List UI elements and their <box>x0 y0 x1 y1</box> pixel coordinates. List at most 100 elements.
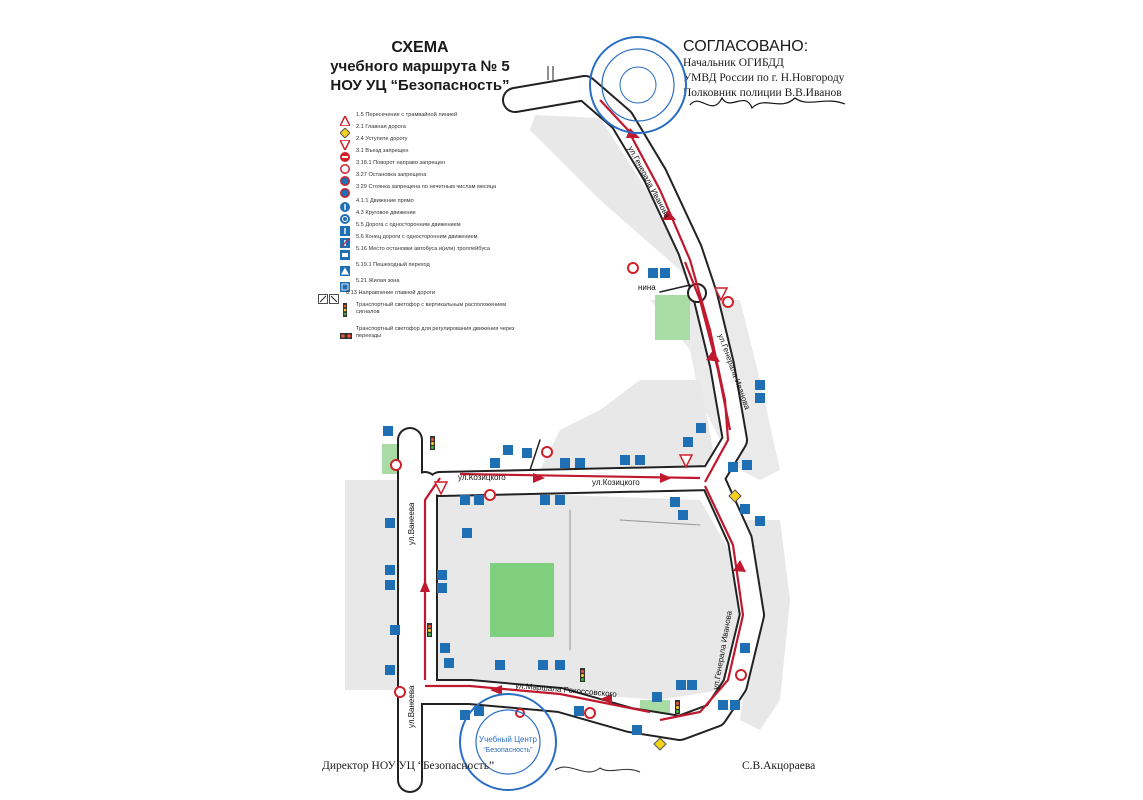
block-center-south <box>430 490 745 700</box>
main-road-sign <box>653 737 667 751</box>
legend-label: 8.13 Направление главной дороги <box>346 290 435 296</box>
vertical-traffic-light-icon <box>340 303 350 317</box>
yield-sign <box>678 454 694 469</box>
route-arrow <box>600 694 612 704</box>
one-way-road-icon <box>340 223 350 236</box>
no-right-turn-sign <box>484 489 496 501</box>
yield-sign <box>433 481 449 496</box>
route-arrow <box>660 473 672 483</box>
crosswalk-sign <box>474 706 484 716</box>
crosswalk-sign <box>383 426 393 436</box>
legend-label: 2.1 Главная дорога <box>356 124 406 130</box>
residential-zone-icon <box>340 279 350 292</box>
director-name: С.В.Акцораева <box>742 760 816 772</box>
legend-item: 2.4 Уступите дорогу <box>338 136 524 152</box>
legend-label: 5.21 Жилая зона <box>356 278 400 284</box>
school-stamp: Учебный Центр “Безопасность” <box>459 693 557 791</box>
no-entry-sign <box>627 262 639 274</box>
crosswalk-sign <box>687 680 697 690</box>
approval-heading: СОГЛАСОВАНО: <box>683 38 809 55</box>
legend-item: 3.1 Въезд запрещен <box>340 148 524 162</box>
sports-field <box>490 563 554 637</box>
crosswalk-sign <box>648 268 658 278</box>
legend-item: 5.21 Жилая зона <box>340 278 524 292</box>
street-label: ул.Козицкого <box>458 473 506 482</box>
road-signs <box>383 262 765 751</box>
crosswalk-sign <box>560 458 570 468</box>
legend-label: 5.16 Место остановки автобуса и(или) тро… <box>356 246 490 252</box>
crosswalk-sign <box>490 458 500 468</box>
crosswalk-sign <box>460 710 470 720</box>
one-way-sign <box>474 495 484 505</box>
police-stamp <box>589 36 687 134</box>
crosswalk-sign <box>437 570 447 580</box>
crosswalk-sign <box>660 268 670 278</box>
crosswalk-sign <box>495 660 505 670</box>
legend-item: 8.13 Направление главной дороги <box>318 290 514 304</box>
block-west <box>345 480 400 690</box>
legend-label: 5.19.1 Пешеходный переход <box>356 262 430 268</box>
legend-label: Транспортный светофор с вертикальным рас… <box>356 302 507 315</box>
crosswalk-sign <box>632 725 642 735</box>
street-label: ул.Ванеева <box>407 502 416 545</box>
street-label: нина <box>638 283 656 292</box>
title-line: СХЕМА <box>391 39 449 56</box>
no-stopping-icon <box>340 173 350 186</box>
legend-item: 3.18.1 Поворот направо запрещен <box>340 160 524 174</box>
crosswalk-sign <box>390 625 400 635</box>
legend-label: 4.1.1 Движение прямо <box>356 198 414 204</box>
route-arrow <box>733 560 746 572</box>
legend-item: 4.3 Круговое движение <box>340 210 524 224</box>
crosswalk-sign <box>670 497 680 507</box>
no-right-turn-icon <box>340 161 350 174</box>
crosswalk-sign <box>444 658 454 668</box>
legend-item: 5.16 Место остановки автобуса и(или) тро… <box>340 246 524 260</box>
legend-label: 5.5 Дорога с односторонним движением <box>356 222 461 228</box>
legend-item: 4.1.1 Движение прямо <box>340 198 524 212</box>
crosswalk-sign <box>503 445 513 455</box>
crosswalk-sign <box>730 700 740 710</box>
legend-label: 5.6 Конец дороги с односторонним движени… <box>356 234 478 240</box>
legend-label: 3.27 Остановка запрещена <box>356 172 427 178</box>
legend-item: 5.5 Дорога с односторонним движением <box>340 222 524 236</box>
block-central <box>540 380 715 470</box>
title-line: учебного маршрута № 5 <box>330 58 510 75</box>
crosswalk-sign <box>635 455 645 465</box>
crosswalk-sign <box>742 460 752 470</box>
crosswalk-sign <box>385 565 395 575</box>
crosswalk-sign <box>437 583 447 593</box>
crosswalk-sign <box>575 458 585 468</box>
route-arrow <box>420 580 430 592</box>
straight-only-icon <box>340 199 350 212</box>
warning-triangle-icon <box>338 113 352 127</box>
crosswalk-sign <box>540 495 550 505</box>
title-line: НОУ УЦ “Безопасность” <box>330 77 510 94</box>
yield-sign <box>713 287 729 302</box>
crosswalk-sign <box>740 504 750 514</box>
crosswalk-sign <box>728 462 738 472</box>
crosswalk-icon <box>340 263 350 276</box>
crosswalk-sign <box>718 700 728 710</box>
main-road-sign <box>728 489 742 503</box>
end-one-way-icon <box>340 235 350 248</box>
crosswalk-sign <box>385 580 395 590</box>
legend-item: 3.27 Остановка запрещена <box>340 172 524 186</box>
crossing-traffic-light-icon <box>340 327 352 339</box>
crosswalk-sign <box>555 495 565 505</box>
crosswalk-sign <box>555 660 565 670</box>
legend-item: 1.5 Пересечение с трамвайной линией <box>338 112 524 127</box>
street-label: ул.Козицкого <box>592 478 640 487</box>
crosswalk-sign <box>683 437 693 447</box>
legend-item: Транспортный светофор с вертикальным рас… <box>340 302 524 317</box>
approval-line: Полковник полиции В.В.Иванов <box>683 87 842 99</box>
legend-item: Транспортный светофор для регулирования … <box>340 326 524 339</box>
approval-block: СОГЛАСОВАНО: Начальник ОГИБДД УМВД Росси… <box>683 38 923 101</box>
legend-label: 4.3 Круговое движение <box>356 210 416 216</box>
route-arrow <box>706 350 720 362</box>
director-caption: Директор НОУ УЦ “Безопасность” <box>322 760 495 772</box>
legend-label: 2.4 Уступите дорогу <box>356 136 408 142</box>
yield-triangle-icon <box>338 137 352 152</box>
legend-item: 2.1 Главная дорога <box>339 124 524 139</box>
no-right-turn-sign <box>584 707 596 719</box>
